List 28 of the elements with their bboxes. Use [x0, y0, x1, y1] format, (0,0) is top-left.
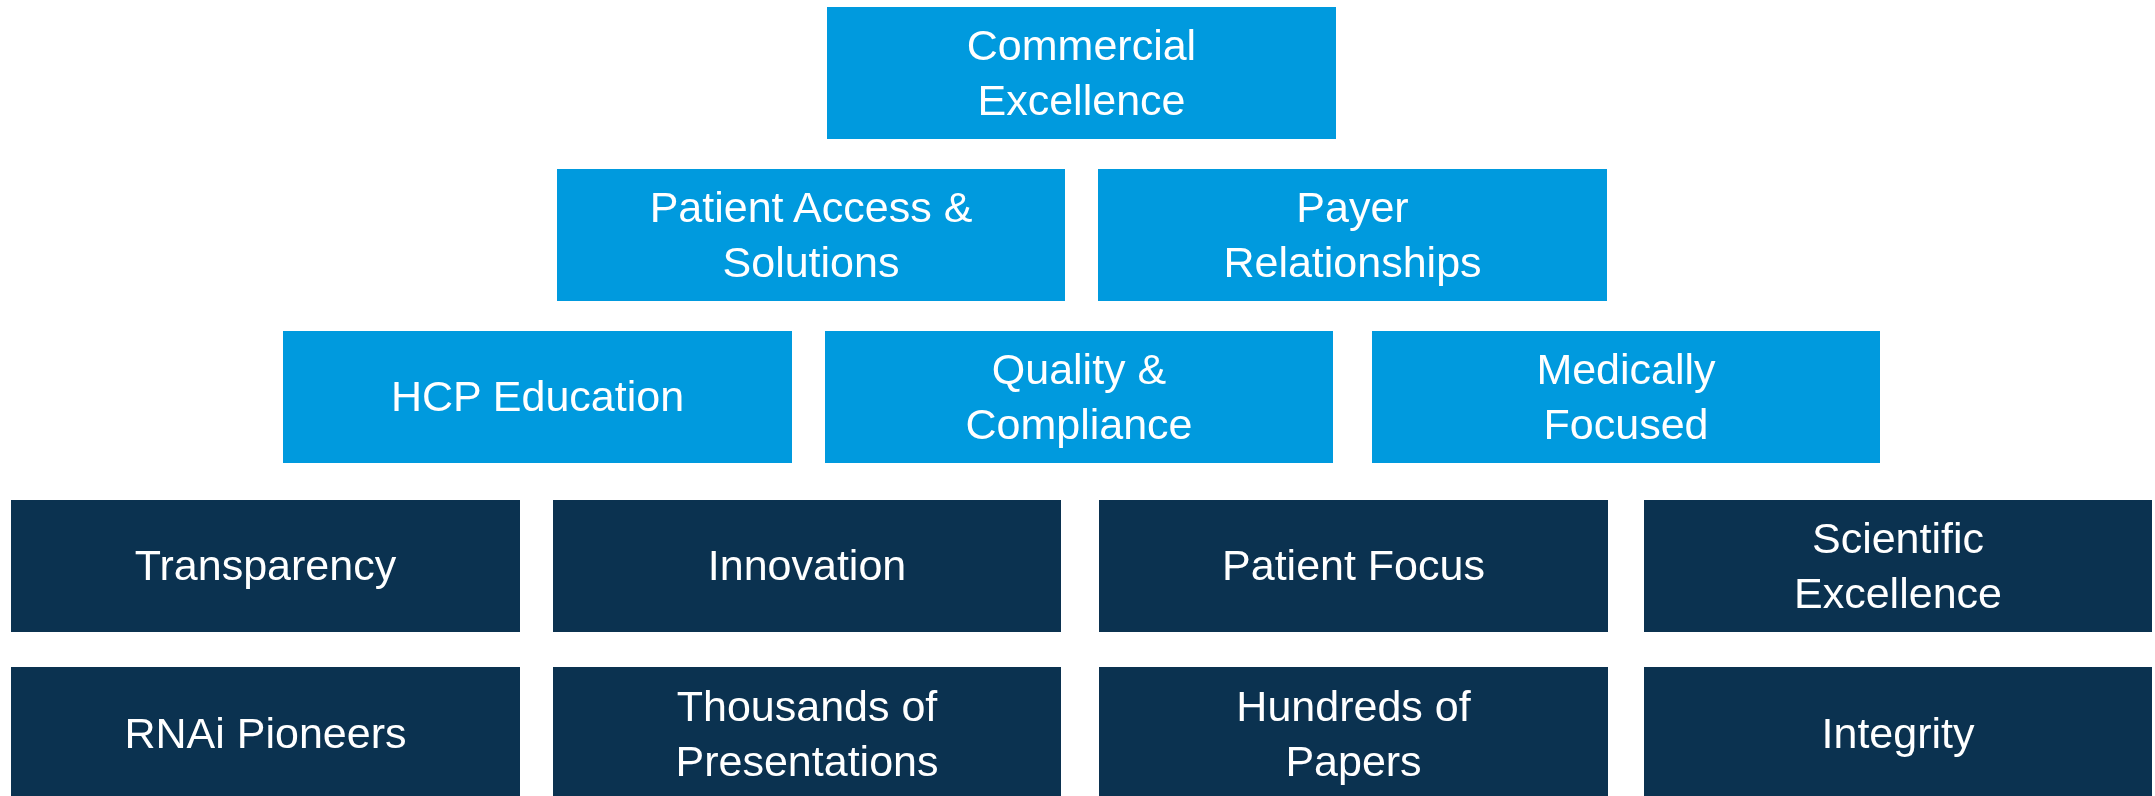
value-box [11, 500, 520, 632]
box-label: Quality & Compliance [964, 343, 1194, 450]
box-label: Commercial Excellence [965, 19, 1198, 126]
pyramid-box [283, 331, 792, 463]
box-label: HCP Education [390, 371, 685, 423]
box-label: Payer Relationships [1222, 181, 1483, 288]
box-label: Hundreds of Papers [1235, 680, 1472, 787]
box-label: Transparency [134, 540, 397, 592]
box-label: Patient Access & Solutions [648, 181, 974, 288]
box-label: Innovation [707, 540, 907, 592]
box-label: Patient Focus [1222, 540, 1485, 592]
pyramid-box [1098, 169, 1607, 301]
value-box [553, 667, 1061, 796]
value-box [1099, 500, 1608, 632]
box-label: Scientific Excellence [1793, 512, 2003, 619]
value-box [11, 667, 520, 796]
box-label: RNAi Pioneers [124, 708, 407, 760]
pyramid-box [825, 331, 1333, 463]
value-box [553, 500, 1061, 632]
value-box [1644, 667, 2152, 796]
value-box [1099, 667, 1608, 796]
pyramid-box [1372, 331, 1880, 463]
pyramid-box [557, 169, 1065, 301]
box-label: Medically Focused [1535, 343, 1717, 450]
pyramid-box [827, 7, 1336, 139]
box-label: Integrity [1821, 708, 1975, 760]
box-label: Thousands of Presentations [674, 680, 940, 787]
value-box [1644, 500, 2152, 632]
